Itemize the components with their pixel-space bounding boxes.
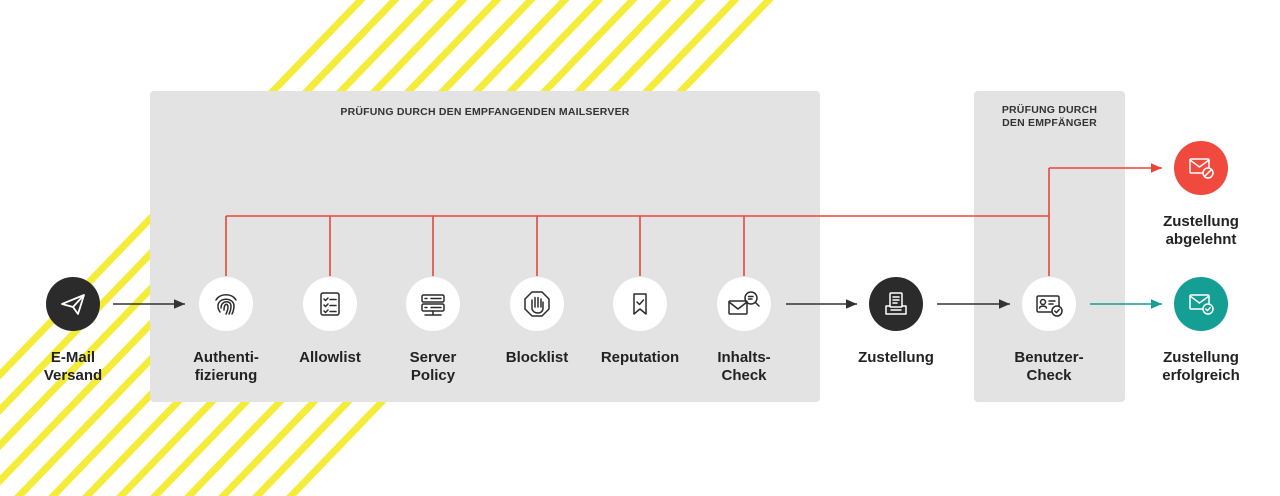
mail-check-icon [1174,277,1228,331]
delivery-success-label-line2: erfolgreich [1162,367,1240,384]
content-check-label-line1: Inhalts- [717,349,771,366]
recipient-panel-title: PRÜFUNG DURCH DEN EMPFÄNGER [974,104,1125,130]
delivery-label-line1: Zustellung [858,349,934,366]
delivery-rejected-label-line2: abgelehnt [1165,231,1237,248]
content-check-label: Inhalts- Check [684,349,804,385]
blocklist-label: Blocklist [477,349,597,367]
server-policy-node [405,276,461,332]
authentication-node [198,276,254,332]
user-check-node [1021,276,1077,332]
user-check-label: Benutzer- Check [989,349,1109,385]
server-icon [406,277,460,331]
delivery-rejected-node [1173,140,1229,196]
user-check-label-line1: Benutzer- [1014,349,1084,366]
authentication-label: Authenti- fizierung [166,349,286,385]
server-policy-label-line1: Server [409,349,457,366]
reputation-node [612,276,668,332]
email-send-label: E-Mail Versand [13,349,133,385]
allowlist-label: Allowlist [270,349,390,367]
checklist-icon [303,277,357,331]
bookmark-check-icon [613,277,667,331]
authentication-label-line1: Authenti- [193,349,259,366]
server-check-panel [150,91,820,402]
fingerprint-icon [199,277,253,331]
inbox-tray-icon [869,277,923,331]
delivery-success-label: Zustellung erfolgreich [1141,349,1261,385]
stop-hand-icon [510,277,564,331]
user-check-label-line2: Check [1026,367,1072,384]
content-check-node [716,276,772,332]
email-send-label-line1: E-Mail [50,349,96,366]
email-send-node [45,276,101,332]
server-panel-title: PRÜFUNG DURCH DEN EMPFANGENDEN MAILSERVE… [340,106,630,118]
reputation-label: Reputation [580,349,700,367]
server-policy-label: Server Policy [373,349,493,385]
blocklist-node [509,276,565,332]
content-check-label-line2: Check [721,367,767,384]
delivery-label: Zustellung [836,349,956,367]
server-policy-label-line2: Policy [410,367,456,384]
blocklist-label-line1: Blocklist [505,349,569,366]
paper-plane-icon [46,277,100,331]
recipient-title-line1: PRÜFUNG DURCH [1001,104,1098,116]
authentication-label-line2: fizierung [194,367,258,384]
allowlist-node [302,276,358,332]
delivery-rejected-label-line1: Zustellung [1163,213,1239,230]
allowlist-label-line1: Allowlist [299,349,361,366]
email-send-label-line2: Versand [43,367,103,384]
mail-blocked-icon [1174,141,1228,195]
id-card-check-icon [1022,277,1076,331]
delivery-success-node [1173,276,1229,332]
delivery-success-label-line1: Zustellung [1163,349,1239,366]
mail-search-icon [717,277,771,331]
recipient-title-line2: DEN EMPFÄNGER [1002,117,1097,129]
delivery-node [868,276,924,332]
reputation-label-line1: Reputation [600,349,680,366]
delivery-rejected-label: Zustellung abgelehnt [1141,213,1261,249]
